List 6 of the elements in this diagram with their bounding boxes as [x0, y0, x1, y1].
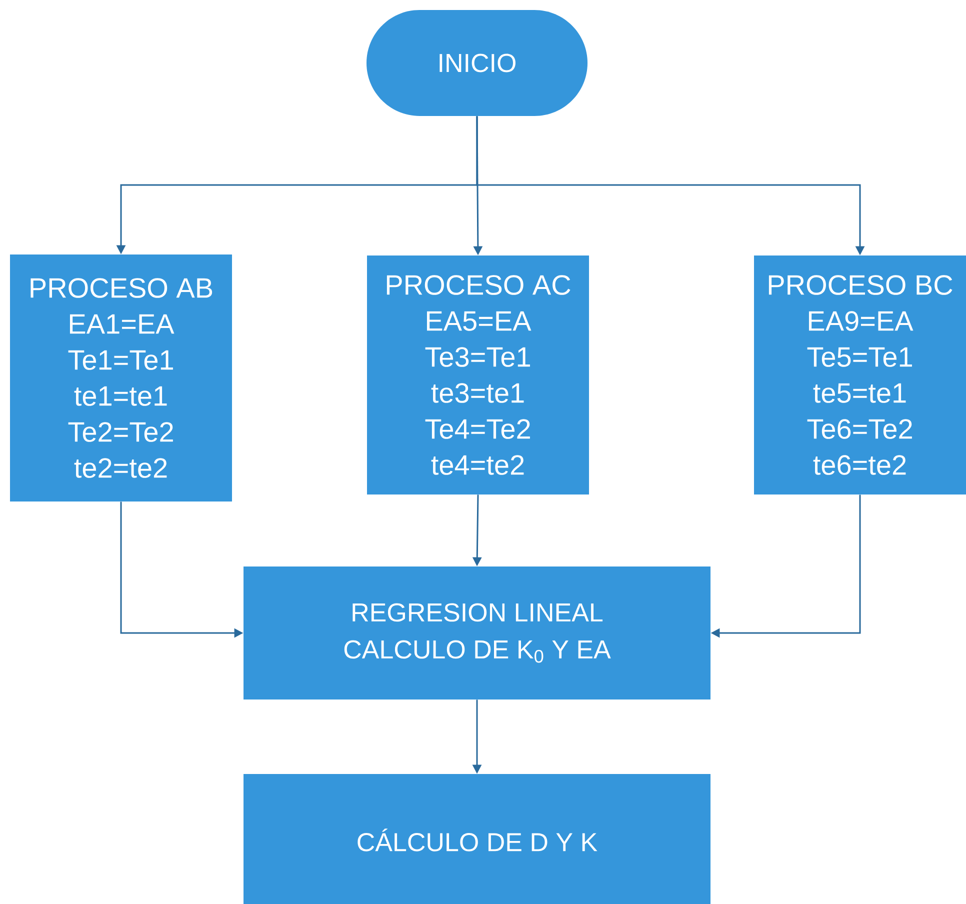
process-box: PROCESO AB EA1=EA Te1=Te1 te1=te1 Te2=Te2 te2=te2 [10, 254, 232, 502]
process-box: CÁLCULO DE D Y K [244, 774, 710, 904]
process-box: REGRESION LINEAL CALCULO DE K$_{0}$ Y EA [244, 566, 710, 700]
process-box: PROCESO BC EA9=EA Te5=Te1 te5=te1 Te6=Te2 te6=te2 [754, 256, 966, 494]
start-terminal: INICIO [366, 10, 588, 116]
process-box: PROCESO AC EA5=EA Te3=Te1 te3=te1 Te4=Te2 te4=te2 [367, 256, 589, 494]
